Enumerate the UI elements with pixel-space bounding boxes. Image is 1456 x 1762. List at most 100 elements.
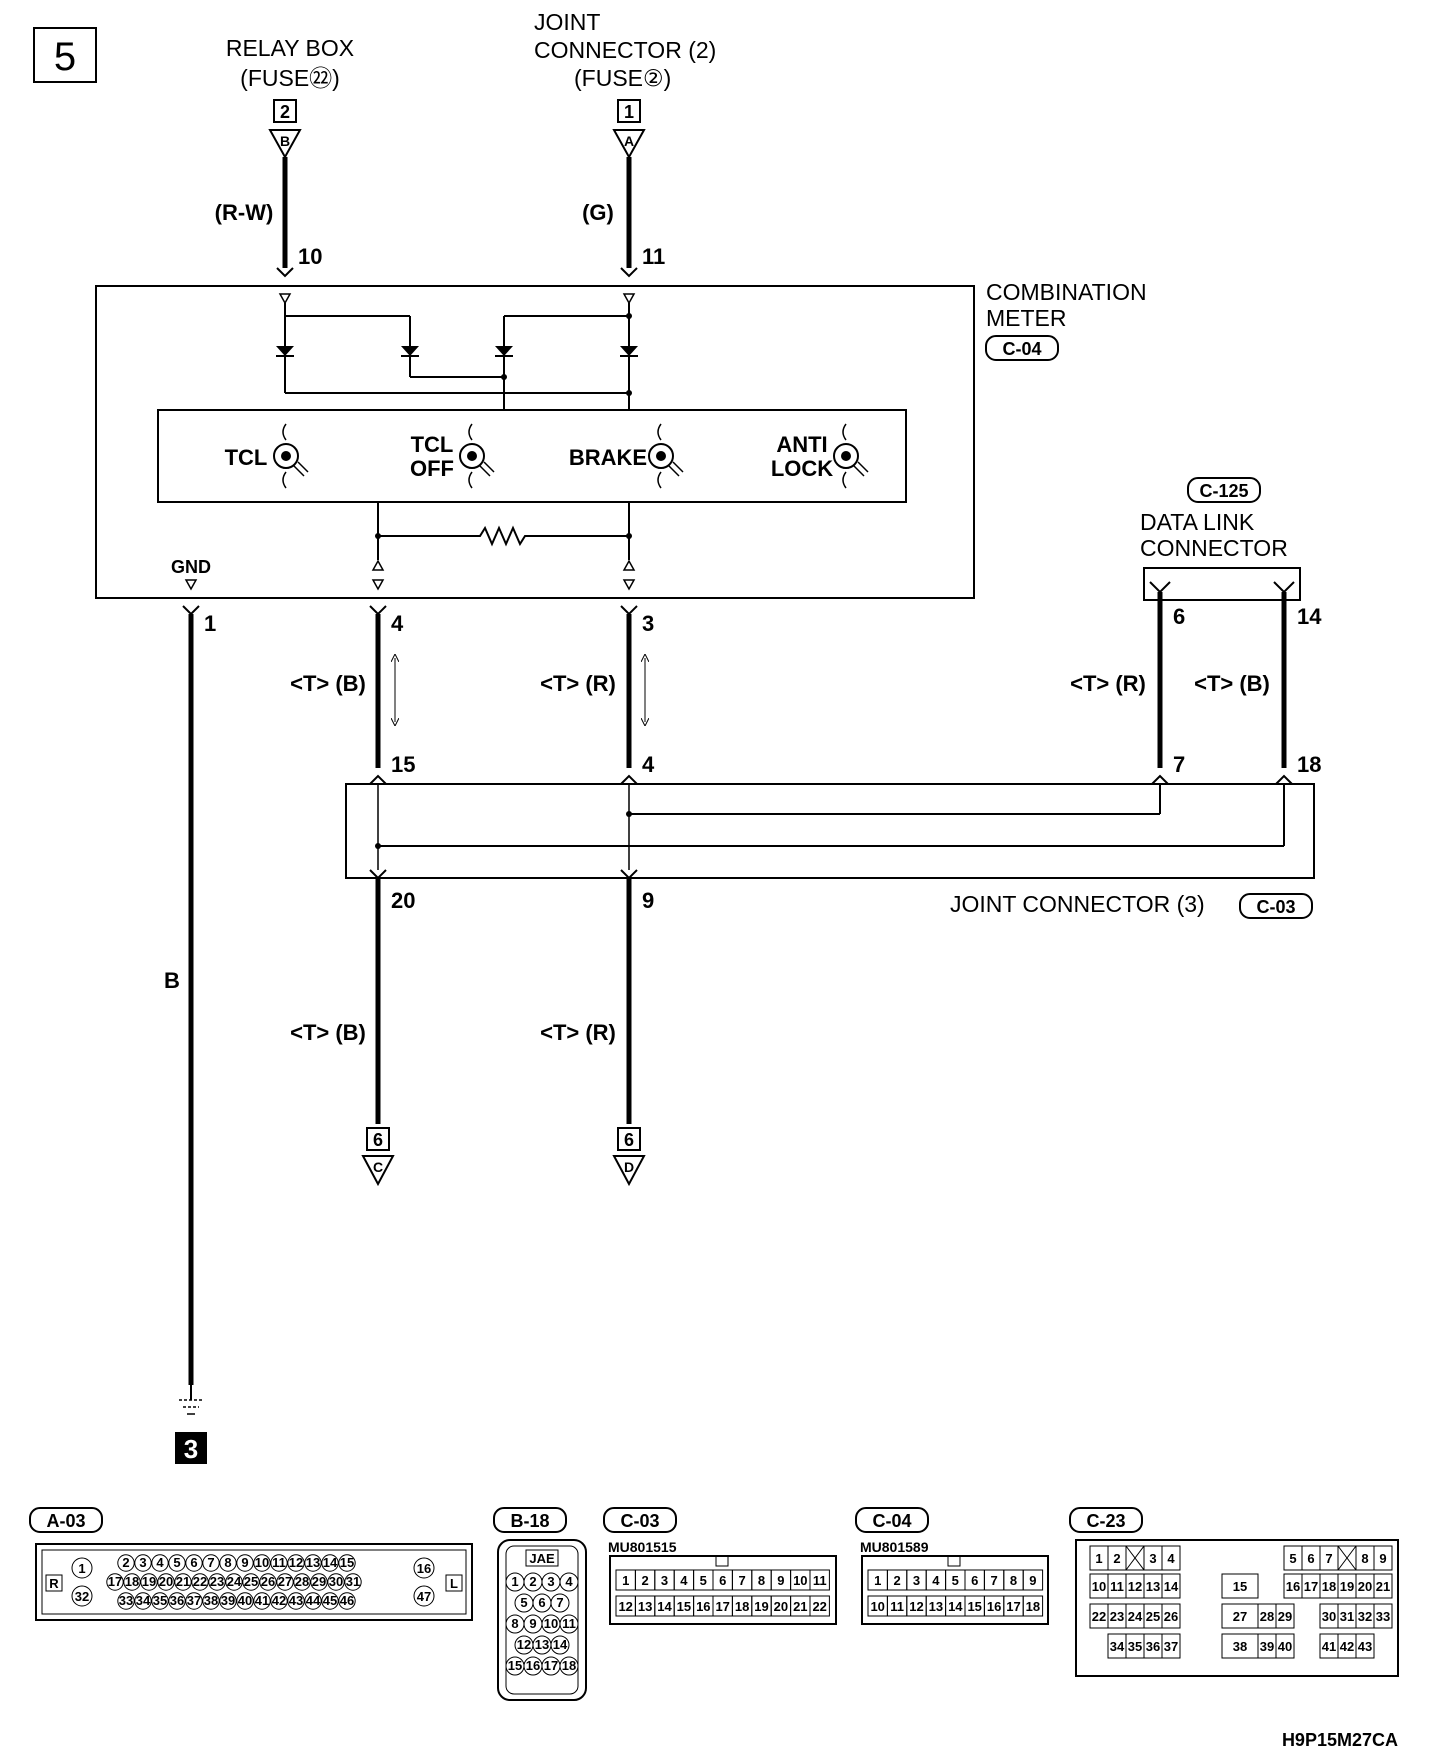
pin-number: 39 bbox=[221, 1593, 235, 1608]
pin-number: 7 bbox=[1325, 1551, 1332, 1566]
a03-l: L bbox=[450, 1576, 458, 1591]
pin-number: 17 bbox=[1304, 1579, 1318, 1594]
pin-number: 7 bbox=[556, 1595, 563, 1610]
pin-number: 40 bbox=[238, 1593, 252, 1608]
pin-number: 15 bbox=[967, 1599, 981, 1614]
pin-cell bbox=[1221, 1573, 1259, 1599]
pin-number: 39 bbox=[1260, 1639, 1274, 1654]
jc2-label-2: CONNECTOR (2) bbox=[534, 37, 716, 63]
pin-number: 3 bbox=[1149, 1551, 1156, 1566]
svg-text:1: 1 bbox=[78, 1561, 85, 1576]
pin-circle bbox=[304, 1554, 322, 1572]
relay-box-source: RELAY BOX (FUSE㉒) 2 B (R-W) 10 bbox=[215, 35, 354, 278]
pin-number: 18 bbox=[1026, 1599, 1040, 1614]
pin-number: 41 bbox=[255, 1593, 269, 1608]
pin-number: 34 bbox=[136, 1593, 151, 1608]
pin-circle bbox=[259, 1573, 277, 1591]
pin-circle bbox=[321, 1554, 339, 1572]
pin-number: 40 bbox=[1278, 1639, 1292, 1654]
pin-number: 6 bbox=[971, 1573, 978, 1588]
pin-circle bbox=[134, 1554, 152, 1572]
c23-code: C-23 bbox=[1086, 1511, 1125, 1531]
pin-number: 28 bbox=[295, 1574, 309, 1589]
antilock-label-1: ANTI bbox=[776, 432, 827, 457]
meter-pin-3-label: 3 bbox=[642, 611, 654, 636]
pin-number: 6 bbox=[719, 1573, 726, 1588]
pin-number: 38 bbox=[204, 1593, 218, 1608]
pin-10-label: 10 bbox=[298, 244, 322, 269]
pin-circle bbox=[185, 1554, 203, 1572]
pin-number: 17 bbox=[1006, 1599, 1020, 1614]
wire-tr-label-2: <T> (R) bbox=[540, 1020, 616, 1045]
connector-triangle bbox=[268, 129, 302, 160]
pin-circle bbox=[270, 1592, 288, 1610]
pin-number: 11 bbox=[562, 1616, 576, 1631]
pin-number: 1 bbox=[511, 1574, 518, 1589]
c03-part: MU801515 bbox=[608, 1539, 677, 1555]
pin-number: 34 bbox=[1110, 1639, 1125, 1654]
pin-number: 22 bbox=[1092, 1609, 1106, 1624]
output-d-circuit: 9 <T> (R) 6 D bbox=[540, 878, 654, 1187]
pin-circle bbox=[253, 1592, 271, 1610]
jc2-ref-letter: A bbox=[624, 133, 634, 149]
pin-circle bbox=[287, 1554, 305, 1572]
pin-number: 25 bbox=[1146, 1609, 1160, 1624]
pin-number: 9 bbox=[777, 1573, 784, 1588]
pin-number: 14 bbox=[657, 1599, 672, 1614]
pin-number: 2 bbox=[641, 1573, 648, 1588]
pin-number: 30 bbox=[1322, 1609, 1336, 1624]
jc3-pin-9-label: 9 bbox=[642, 888, 654, 913]
pin-circle bbox=[287, 1592, 305, 1610]
pin-circle bbox=[123, 1573, 141, 1591]
pin-cell bbox=[1373, 1545, 1393, 1571]
lamp-panel bbox=[157, 409, 907, 503]
output-c-letter: C bbox=[373, 1159, 383, 1175]
pin-number: 22 bbox=[193, 1574, 207, 1589]
jc2-label-1: JOINT bbox=[534, 9, 600, 35]
pin-number: 11 bbox=[1110, 1579, 1124, 1594]
pin-number: 18 bbox=[562, 1658, 576, 1673]
pin-number: 42 bbox=[1340, 1639, 1354, 1654]
pin-number: 14 bbox=[323, 1555, 338, 1570]
pin-cell bbox=[809, 1569, 830, 1591]
output-d-page: 6 bbox=[624, 1130, 634, 1150]
pin-circle bbox=[219, 1554, 237, 1572]
figure-id: H9P15M27CA bbox=[1282, 1730, 1398, 1750]
pin-circle bbox=[151, 1554, 169, 1572]
pin-cell bbox=[1275, 1603, 1295, 1629]
pin-cell bbox=[1161, 1633, 1181, 1659]
relay-box-page-ref: 2 bbox=[280, 102, 290, 122]
output-d-letter: D bbox=[624, 1159, 634, 1175]
pin-number: 18 bbox=[125, 1574, 139, 1589]
pin-circle bbox=[270, 1554, 288, 1572]
pin-number: 27 bbox=[1233, 1609, 1247, 1624]
meter-code: C-04 bbox=[1002, 339, 1041, 359]
pin-11-label: 11 bbox=[642, 244, 665, 269]
wire-tb-label-2: <T> (B) bbox=[290, 1020, 366, 1045]
output-c-circuit: 20 <T> (B) 6 C bbox=[290, 878, 415, 1187]
data-link-label-1: DATA LINK bbox=[1140, 509, 1255, 535]
pin-circle bbox=[559, 1614, 579, 1634]
pin-marker bbox=[276, 267, 294, 278]
pin-number: 7 bbox=[738, 1573, 745, 1588]
pin-number: 37 bbox=[187, 1593, 201, 1608]
pin-number: 35 bbox=[153, 1593, 167, 1608]
pin-number: 2 bbox=[893, 1573, 900, 1588]
pin-number: 14 bbox=[948, 1599, 963, 1614]
tcl-lamp: TCL bbox=[225, 423, 309, 489]
pin-number: 21 bbox=[1376, 1579, 1390, 1594]
pin-circle bbox=[550, 1635, 570, 1655]
pin-number: 7 bbox=[207, 1555, 214, 1570]
meter-label-1: COMBINATION bbox=[986, 279, 1147, 305]
brake-label: BRAKE bbox=[569, 445, 647, 470]
tcl-off-label-2: OFF bbox=[410, 456, 454, 481]
pin-circle bbox=[151, 1592, 169, 1610]
output-c-page: 6 bbox=[373, 1130, 383, 1150]
data-link-connector: C-125 DATA LINK CONNECTOR 6 14 <T> (R) <… bbox=[1070, 477, 1322, 785]
wire-tr-meter: 3 <T> (R) 4 bbox=[540, 605, 655, 785]
pin-circle bbox=[559, 1572, 579, 1592]
wire-b-label: B bbox=[164, 968, 180, 993]
pin-number: 3 bbox=[661, 1573, 668, 1588]
pin-number: 16 bbox=[696, 1599, 710, 1614]
